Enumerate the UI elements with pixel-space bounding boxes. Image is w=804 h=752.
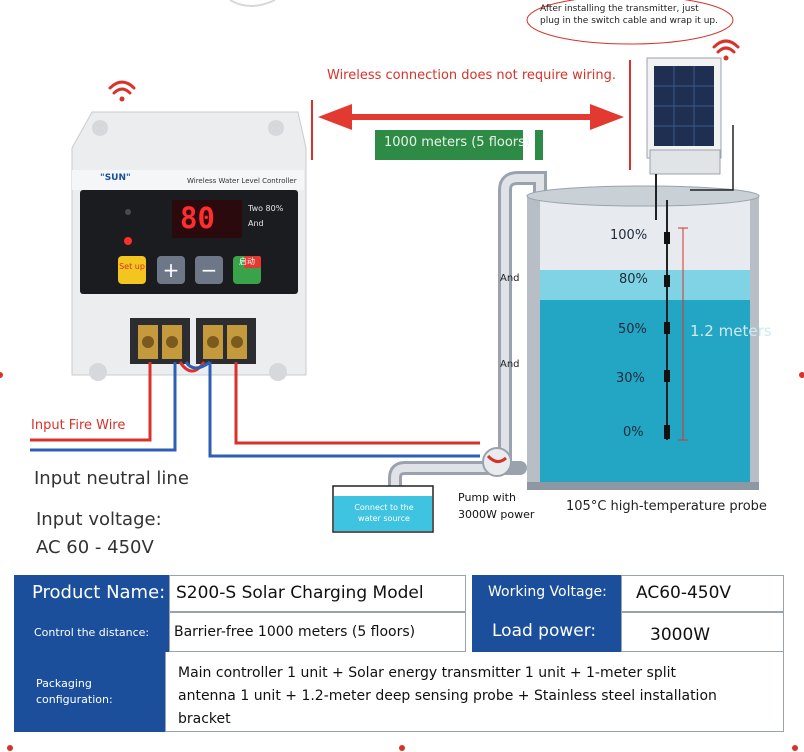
wireless-arrow <box>311 60 631 170</box>
wireless-note: Wireless connection does not require wir… <box>327 68 616 83</box>
fire-wire-label: Input Fire Wire <box>31 418 126 433</box>
control-distance-value: Barrier-free 1000 meters (5 floors) <box>169 612 466 652</box>
start-button[interactable]: 启动 <box>239 257 255 266</box>
control-distance-value-text: Barrier-free 1000 meters (5 floors) <box>174 624 416 640</box>
input-voltage-title: Input voltage: <box>36 509 162 530</box>
speech-bubble <box>526 0 734 45</box>
setup-button[interactable]: Set up <box>119 262 145 271</box>
input-voltage-value: AC 60 - 450V <box>36 537 154 558</box>
pipe-label: And <box>500 359 520 370</box>
probe-note: 105°C high-temperature probe <box>566 499 767 514</box>
load-power-value-text: 3000W <box>650 625 711 645</box>
level-label: 30% <box>616 371 645 386</box>
packaging-label-text: Packaging configuration: <box>36 677 113 706</box>
wifi-signal-icon <box>712 39 740 61</box>
probe-length-label: 1.2 meters <box>690 322 772 340</box>
working-voltage-value: AC60-450V <box>621 575 784 612</box>
controller-unit <box>71 111 307 381</box>
distance-badge-text: 1000 meters (5 floors) <box>384 135 530 150</box>
packaging-value: Main controller 1 unit + Solar energy tr… <box>165 652 784 732</box>
pump-label: Pump with 3000W power <box>458 491 535 521</box>
water-source-label: Connect to the water source <box>354 503 414 523</box>
product-name-value: S200-S Solar Charging Model <box>169 575 466 612</box>
controller-display-side-2: And <box>248 219 264 228</box>
solar-transmitter <box>646 57 734 220</box>
load-power-label: Load power: <box>472 612 621 652</box>
packaging-label: Packaging configuration: <box>14 652 165 732</box>
product-name-value-text: S200-S Solar Charging Model <box>176 583 424 603</box>
load-power-value: 3000W <box>621 612 784 652</box>
load-power-label-text: Load power: <box>492 621 597 641</box>
neutral-line-label: Input neutral line <box>34 468 189 489</box>
controller-display-value: 80 <box>180 201 215 235</box>
level-label: 50% <box>618 322 647 337</box>
pipe-label: And <box>500 273 520 284</box>
working-voltage-value-text: AC60-450V <box>636 583 732 603</box>
product-name-label: Product Name: <box>14 575 169 612</box>
level-label: 0% <box>623 425 644 440</box>
working-voltage-label-text: Working Voltage: <box>488 584 607 600</box>
wiring-lines <box>30 360 480 458</box>
speech-bubble-text: After installing the transmitter, just p… <box>540 4 718 26</box>
led-display <box>172 200 242 238</box>
level-probe <box>664 200 688 441</box>
packaging-value-text: Main controller 1 unit + Solar energy tr… <box>178 665 717 727</box>
control-distance-label-text: Control the distance: <box>34 626 150 639</box>
working-voltage-label: Working Voltage: <box>472 575 621 612</box>
level-label: 100% <box>610 228 648 243</box>
controller-title: Wireless Water Level Controller <box>187 177 297 185</box>
level-label: 80% <box>619 272 648 287</box>
wifi-signal-icon <box>108 80 136 102</box>
controller-display-side-1: Two 80% <box>248 204 284 213</box>
minus-button[interactable]: − <box>200 258 218 282</box>
control-distance-label: Control the distance: <box>14 612 169 652</box>
plus-button[interactable]: + <box>162 258 180 282</box>
distance-badge <box>375 130 523 160</box>
controller-brand: "SUN" <box>100 173 131 183</box>
product-name-label-text: Product Name: <box>32 582 166 603</box>
water-tank <box>526 185 760 490</box>
